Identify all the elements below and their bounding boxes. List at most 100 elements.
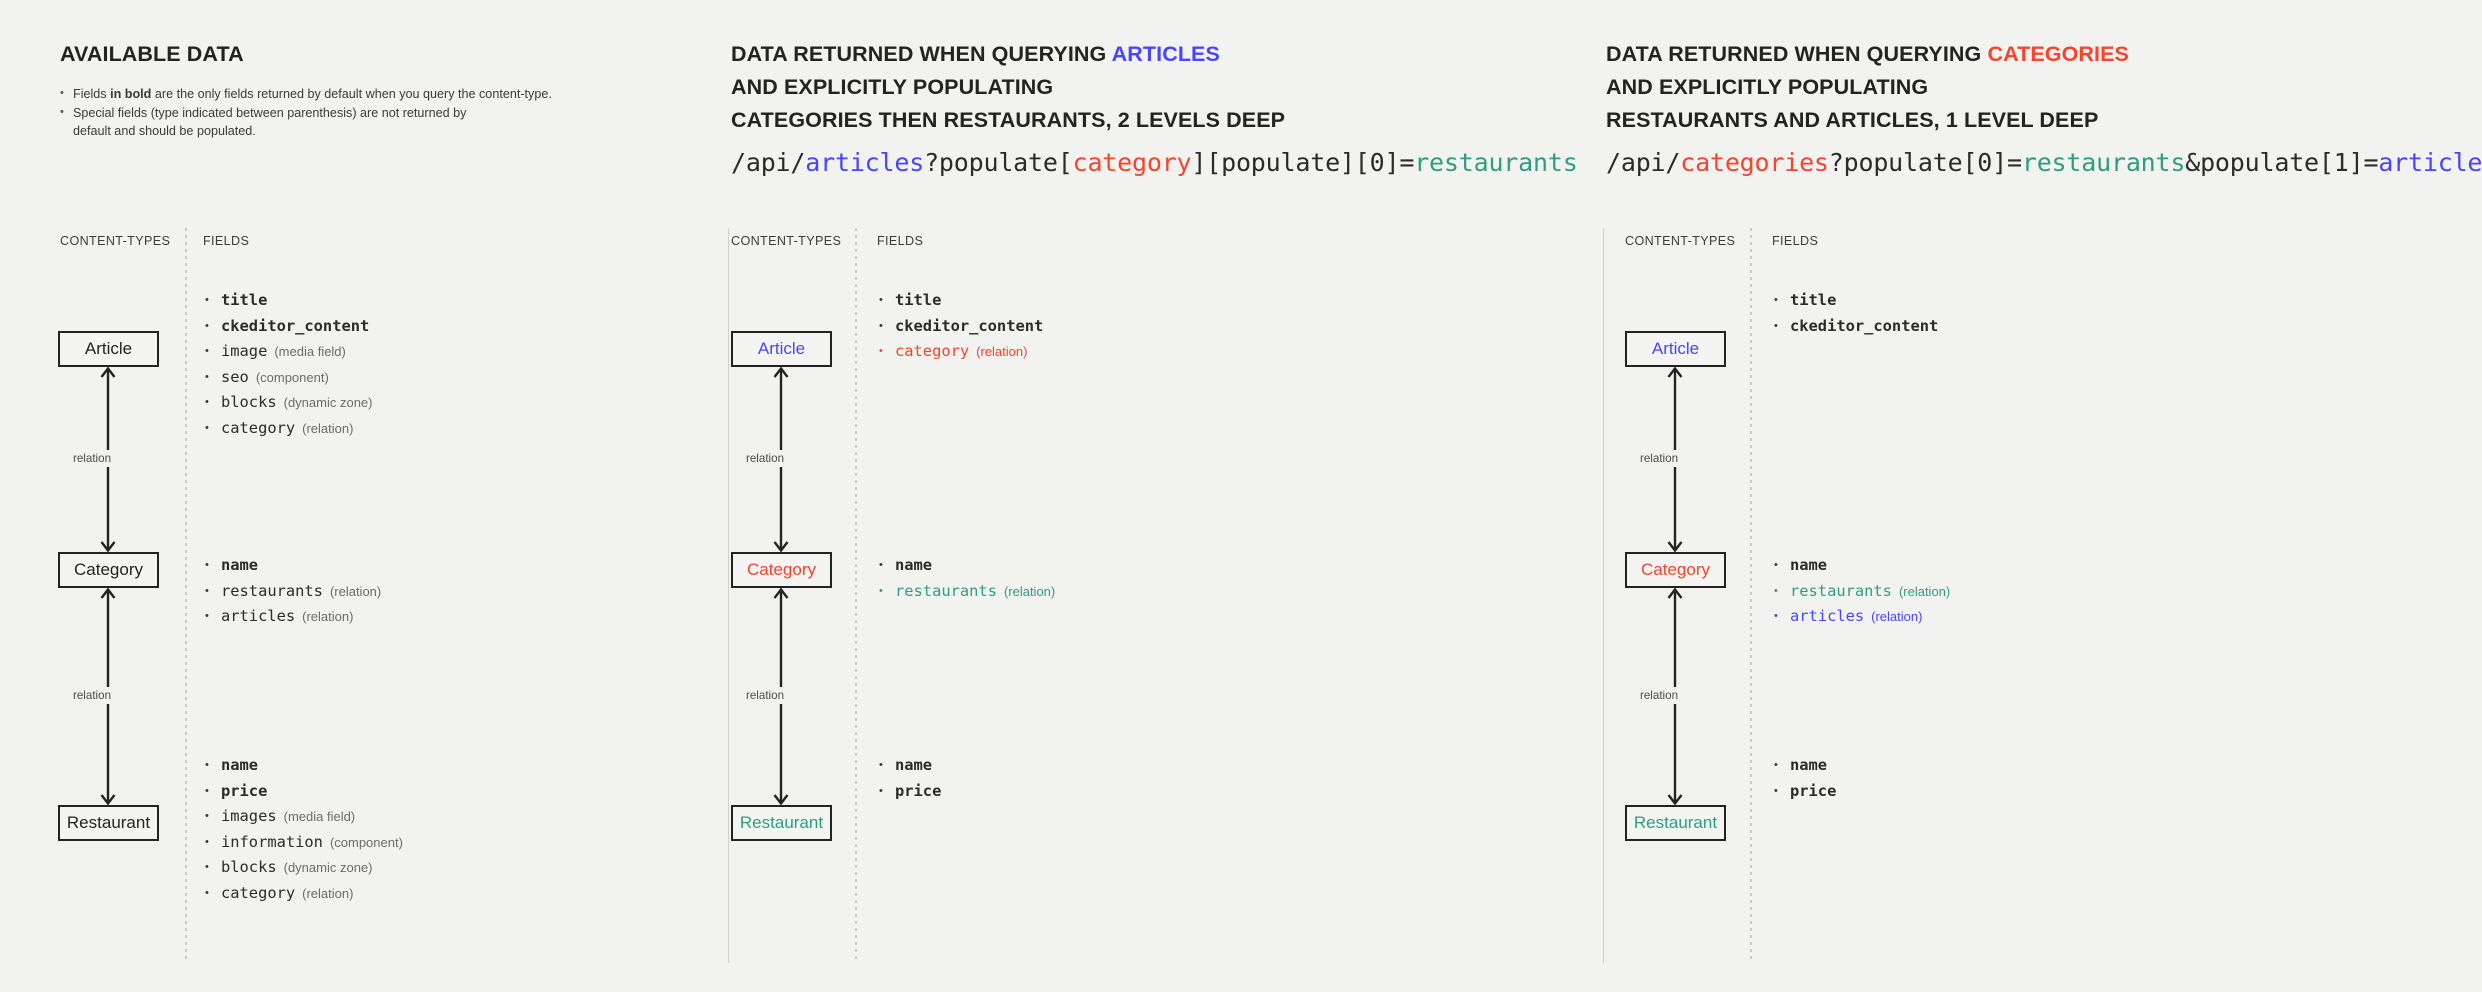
field-name: name — [221, 556, 259, 574]
field-type: (relation) — [1871, 609, 1923, 624]
field-name: blocks — [221, 393, 277, 411]
content-type-box-restaurant[interactable]: Restaurant — [731, 805, 832, 841]
field-name: name — [895, 756, 933, 774]
heading-segment: AND EXPLICITLY POPULATING — [731, 75, 1054, 99]
relation-label: relation — [70, 449, 115, 467]
url-segment: articles — [805, 148, 925, 177]
content-type-box-article[interactable]: Article — [1625, 331, 1726, 367]
panel-heading: DATA RETURNED WHEN QUERYING ARTICLES AND … — [731, 38, 1285, 137]
field-item: blocks (dynamic zone) — [203, 390, 372, 416]
url-segment: ?populate[ — [924, 148, 1073, 177]
field-name: articles — [221, 607, 296, 625]
heading-segment: ARTICLES — [1111, 42, 1220, 66]
field-item: name — [877, 553, 1055, 579]
content-type-box-category[interactable]: Category — [58, 552, 159, 588]
field-type: (relation) — [329, 583, 382, 599]
heading-segment: DATA RETURNED WHEN QUERYING — [731, 42, 1112, 66]
field-name: articles — [1790, 607, 1865, 625]
column-label-fields: FIELDS — [1772, 234, 1819, 248]
field-item: title — [877, 288, 1043, 314]
field-item: restaurants(relation) — [203, 579, 381, 605]
relation-label: relation — [1637, 686, 1682, 704]
heading-line: AND EXPLICITLY POPULATING — [731, 71, 1285, 104]
field-name: seo — [221, 367, 249, 386]
relation-label: relation — [1637, 449, 1682, 467]
field-list-article: titleckeditor_contentcategory(relation) — [877, 288, 1043, 365]
field-item: ckeditor_content — [203, 314, 372, 340]
field-type: (relation) — [1003, 583, 1056, 599]
field-name: restaurants — [895, 581, 997, 600]
column-divider — [1750, 228, 1752, 963]
content-type-box-article[interactable]: Article — [731, 331, 832, 367]
field-name: images — [221, 807, 277, 825]
url-segment: /api/ — [1606, 148, 1681, 177]
legend-note: Special fields (type indicated between p… — [59, 103, 493, 141]
field-item: category(relation) — [877, 339, 1043, 365]
heading-line: CATEGORIES THEN RESTAURANTS, 2 LEVELS DE… — [731, 104, 1285, 137]
content-type-box-article[interactable]: Article — [58, 331, 159, 367]
field-list-category: name restaurants(relation) articles (relati… — [203, 553, 381, 630]
field-type: (dynamic zone) — [283, 395, 373, 410]
api-url: /api/categories?populate[0]=restaurants&… — [1606, 148, 2482, 178]
field-item: seo (component) — [203, 365, 372, 391]
field-name: price — [1790, 781, 1837, 800]
field-list-restaurant: name price images(media field)information(… — [203, 753, 403, 906]
field-type: (media field) — [274, 344, 346, 359]
content-type-box-category[interactable]: Category — [731, 552, 832, 588]
column-label-fields: FIELDS — [877, 234, 924, 248]
url-segment: ?populate[0]= — [1828, 148, 2022, 177]
url-segment: restaurants — [1414, 148, 1578, 177]
note-emphasis: in bold — [110, 87, 152, 101]
legend-notes: Fields in bold are the only fields retur… — [59, 84, 552, 141]
field-name: restaurants — [1790, 581, 1892, 600]
field-name: name — [1790, 556, 1828, 574]
field-item: ckeditor_content — [1772, 314, 1938, 340]
content-type-box-restaurant[interactable]: Restaurant — [1625, 805, 1726, 841]
field-item: images(media field) — [203, 804, 403, 830]
field-name: name — [895, 556, 933, 574]
heading-segment: RESTAURANTS AND ARTICLES, 1 LEVEL DEEP — [1606, 108, 2099, 132]
field-item: restaurants (relation) — [877, 579, 1055, 605]
field-item: articles (relation) — [1772, 604, 1950, 630]
field-name: price — [221, 781, 268, 800]
field-item: price — [877, 779, 941, 805]
field-name: title — [221, 291, 268, 309]
url-segment: /api/ — [731, 148, 806, 177]
panel-separator-2 — [1603, 228, 1604, 963]
field-item: category(relation) — [203, 416, 372, 442]
column-label-content-types: CONTENT-TYPES — [731, 234, 842, 248]
heading-segment: CATEGORIES — [1987, 42, 2129, 66]
url-segment: categories — [1680, 148, 1829, 177]
content-type-box-restaurant[interactable]: Restaurant — [58, 805, 159, 841]
panel-separator-1 — [728, 228, 729, 963]
field-name: title — [895, 291, 942, 309]
field-list-article: titleckeditor_contentimage(media field)s… — [203, 288, 372, 441]
field-type: (component) — [255, 369, 329, 385]
field-item: information(component) — [203, 830, 403, 856]
field-item: name — [203, 753, 403, 779]
panel-query-articles: DATA RETURNED WHEN QUERYING ARTICLES AND … — [728, 0, 1603, 992]
field-item: title — [203, 288, 372, 314]
column-label-fields: FIELDS — [203, 234, 250, 248]
heading-line: AND EXPLICITLY POPULATING — [1606, 71, 2129, 104]
field-name: name — [221, 756, 259, 774]
field-type: (relation) — [302, 885, 354, 901]
field-name: category — [895, 342, 970, 360]
field-name: ckeditor_content — [1790, 316, 1939, 335]
field-item: name — [1772, 553, 1950, 579]
field-item: name — [203, 553, 381, 579]
heading-line: DATA RETURNED WHEN QUERYING ARTICLES — [731, 38, 1285, 71]
column-label-content-types: CONTENT-TYPES — [60, 234, 171, 248]
column-label-content-types: CONTENT-TYPES — [1625, 234, 1736, 248]
url-segment: &populate[1]= — [2185, 148, 2379, 177]
field-item: blocks(dynamic zone) — [203, 855, 403, 881]
content-type-box-category[interactable]: Category — [1625, 552, 1726, 588]
field-name: blocks — [221, 858, 277, 876]
field-item: name — [1772, 753, 1836, 779]
field-type: (component) — [329, 834, 403, 850]
heading-line: DATA RETURNED WHEN QUERYING CATEGORIES — [1606, 38, 2129, 71]
relation-label: relation — [743, 449, 788, 467]
field-item: restaurants(relation) — [1772, 579, 1950, 605]
panel-available-data: AVAILABLE DATAFields in bold are the onl… — [0, 0, 728, 992]
